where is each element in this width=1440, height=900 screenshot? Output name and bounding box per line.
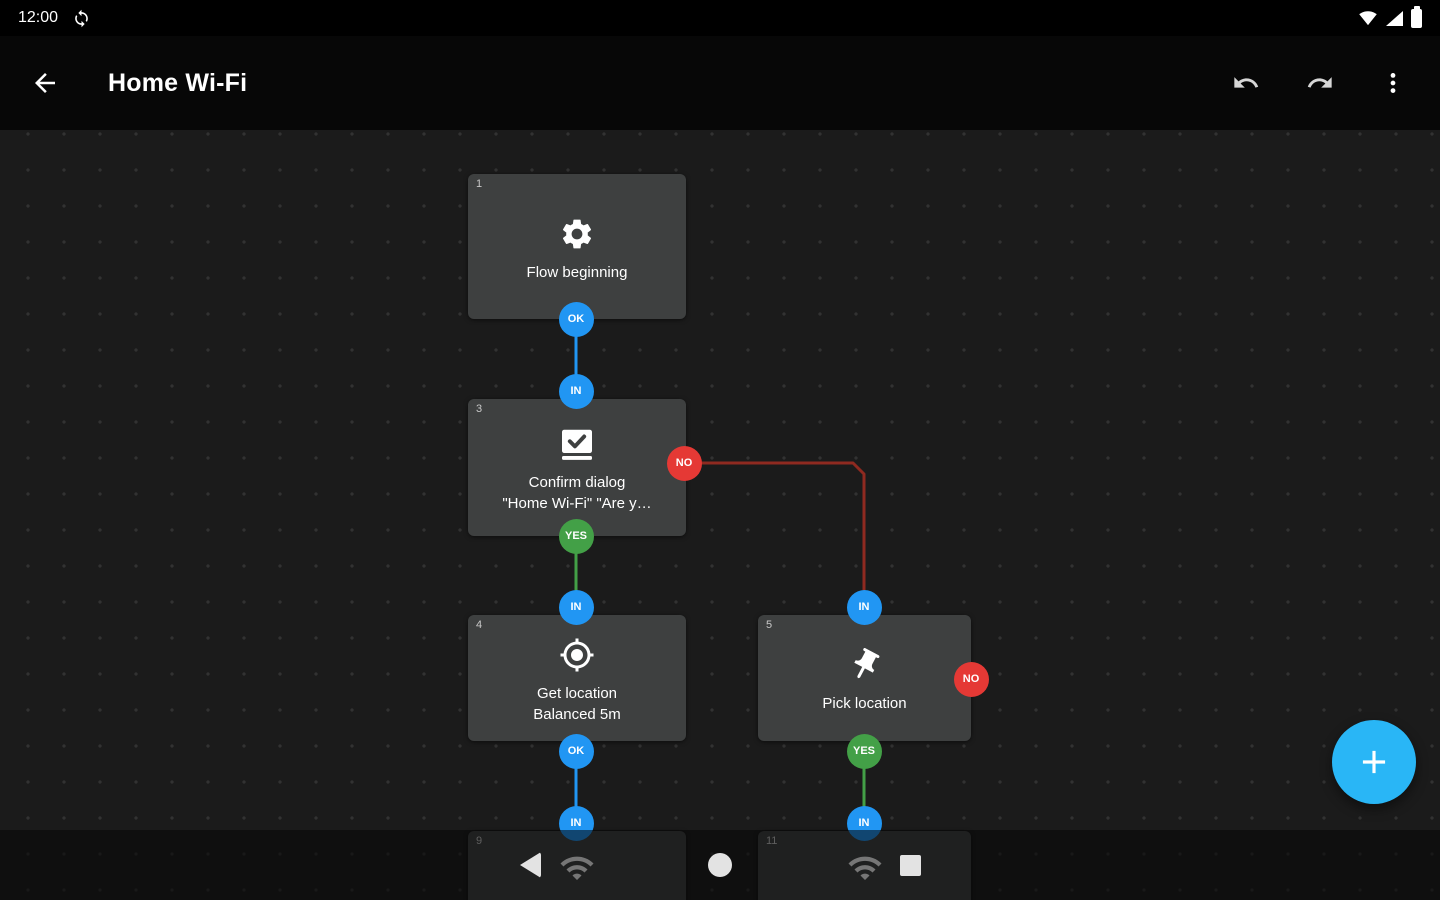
port-no[interactable]: NO: [666, 445, 702, 481]
my-location-icon: [558, 636, 596, 674]
port-ok[interactable]: OK: [558, 733, 594, 769]
block-label: Confirm dialog"Home Wi-Fi" "Are y…: [502, 474, 652, 512]
overflow-menu-icon: [1380, 70, 1406, 96]
block-number: 3: [476, 403, 483, 415]
undo-icon: [1232, 69, 1260, 97]
android-nav-bar: [0, 830, 1440, 900]
add-block-fab[interactable]: [1332, 720, 1416, 804]
port-in[interactable]: IN: [558, 373, 594, 409]
app-bar: Home Wi-Fi: [0, 36, 1440, 130]
wifi-status-icon: [1358, 9, 1378, 27]
arrow-back-icon: [30, 68, 60, 98]
redo-icon: [1306, 69, 1334, 97]
status-time: 12:00: [18, 9, 59, 26]
port-in[interactable]: IN: [558, 589, 594, 625]
connection-layer: [574, 334, 866, 808]
nav-recents-icon: [899, 854, 921, 876]
block-number: 5: [766, 619, 773, 631]
nav-back-button[interactable]: [500, 830, 560, 900]
port-yes[interactable]: YES: [558, 518, 594, 554]
port-ok[interactable]: OK: [558, 301, 594, 337]
undo-button[interactable]: [1232, 69, 1260, 97]
block-label: Pick location: [822, 695, 907, 712]
status-bar: 12:00: [0, 0, 1440, 36]
nav-home-icon: [708, 853, 732, 877]
redo-button[interactable]: [1306, 69, 1334, 97]
plus-icon: [1355, 743, 1393, 781]
port-yes[interactable]: YES: [846, 733, 882, 769]
overflow-menu-button[interactable]: [1380, 70, 1406, 96]
page-title: Home Wi-Fi: [108, 68, 248, 97]
dialog-check-icon: [558, 425, 596, 463]
signal-status-icon: [1386, 10, 1403, 26]
connection-line: [699, 461, 866, 592]
back-button[interactable]: [30, 68, 60, 98]
port-no[interactable]: NO: [953, 661, 989, 697]
nav-back-icon: [519, 852, 541, 878]
nav-home-button[interactable]: [690, 830, 750, 900]
push-pin-icon: [846, 646, 884, 684]
port-in[interactable]: IN: [846, 589, 882, 625]
nav-recents-button[interactable]: [880, 830, 940, 900]
gear-icon: [558, 215, 596, 253]
battery-status-icon: [1411, 5, 1422, 28]
sync-notification-icon: [72, 9, 91, 28]
block-label: Flow beginning: [526, 263, 628, 281]
block-number: 4: [476, 619, 483, 631]
block-number: 1: [476, 178, 483, 190]
